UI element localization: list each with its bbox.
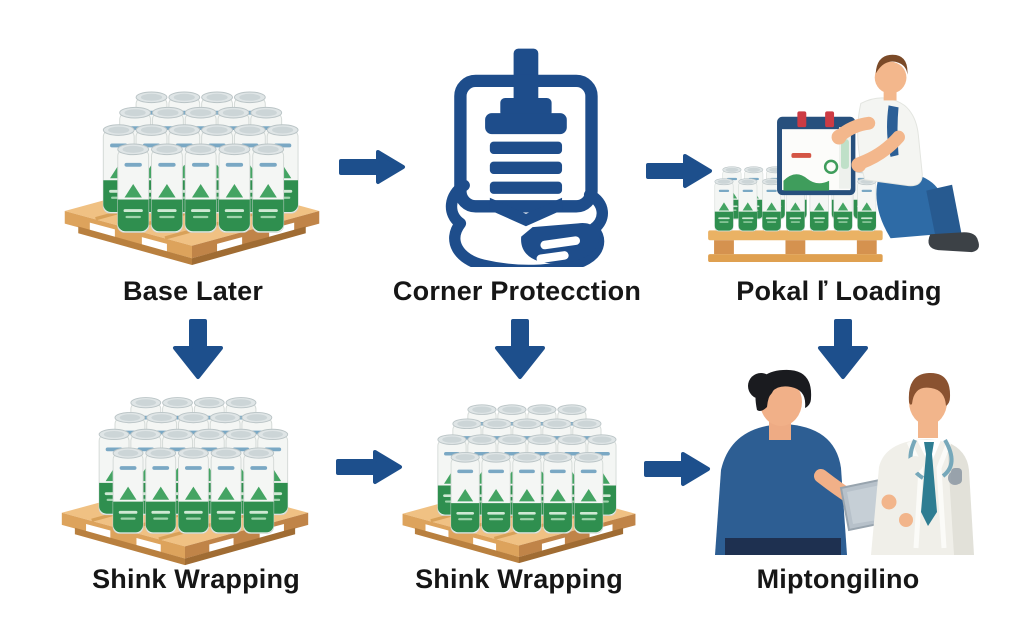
corner-protector-hand-icon bbox=[445, 48, 608, 267]
package-box bbox=[777, 111, 856, 196]
step-label-shrink-wrapping-1: Shink Wrapping bbox=[92, 564, 300, 594]
flow-arrow-right-4 bbox=[644, 452, 710, 486]
pallet-of-cans-illustration bbox=[44, 384, 326, 566]
customer-figure bbox=[715, 369, 865, 555]
worker-figure bbox=[831, 54, 979, 253]
step-label-pallet-loading: Pokal ľ Loading bbox=[736, 276, 942, 306]
flow-arrow-down-2 bbox=[495, 319, 545, 379]
pallet-of-cans-illustration bbox=[57, 78, 327, 266]
flow-arrow-right-2 bbox=[646, 154, 712, 188]
step-label-corner-protection: Corner Protecction bbox=[392, 276, 642, 306]
step-label-base-layer: Base Later bbox=[122, 276, 264, 306]
worker-loading-box-on-pallet-illustration bbox=[708, 54, 979, 263]
flow-arrow-down-1 bbox=[173, 319, 223, 379]
step-label-shrink-wrapping-2: Shink Wrapping bbox=[415, 564, 623, 594]
flow-arrow-down-3 bbox=[818, 319, 868, 379]
step-label-final: Miptongilino bbox=[756, 564, 920, 594]
doctor-figure bbox=[871, 372, 974, 555]
two-people-discussing-illustration bbox=[715, 369, 974, 555]
flow-arrow-right-3 bbox=[336, 450, 402, 484]
flow-arrow-right-1 bbox=[339, 150, 405, 184]
pallet-of-cans-illustration bbox=[388, 392, 650, 564]
